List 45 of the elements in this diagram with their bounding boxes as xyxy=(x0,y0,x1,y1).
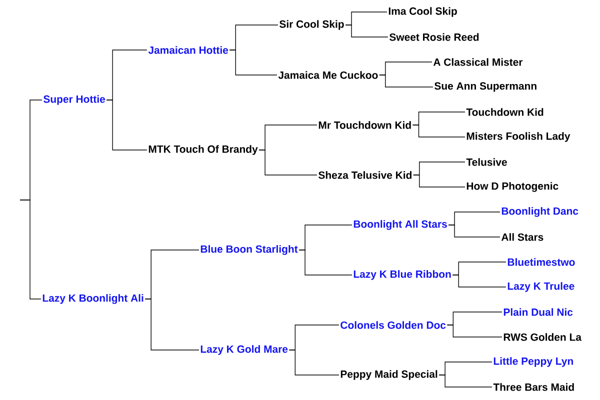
pedigree-line xyxy=(446,324,502,338)
horse-name: Lazy K Trulee xyxy=(508,282,574,292)
pedigree-line xyxy=(438,374,492,388)
pedigree-line xyxy=(106,100,148,150)
pedigree-line xyxy=(345,24,388,38)
horse-name: Lazy K Blue Ribbon xyxy=(354,270,451,280)
pedigree-line xyxy=(144,298,200,350)
horse-name: Three Bars Maid xyxy=(493,383,574,391)
pedigree-line xyxy=(288,350,340,376)
pedigree-line xyxy=(413,174,466,188)
horse-name: All Stars xyxy=(501,233,544,241)
pedigree-line xyxy=(20,200,42,300)
horse-name: Sir Cool Skip xyxy=(280,20,344,30)
horse-name: Peppy Maid Special xyxy=(340,370,438,380)
horse-name: A Classical Mister xyxy=(433,58,523,66)
horse-name: Bluetimestwo xyxy=(508,258,575,266)
horse-name: Boonlight All Stars xyxy=(354,220,447,230)
horse-name: Sweet Rosie Reed xyxy=(390,33,479,41)
horse-name: Mr Touchdown Kid xyxy=(318,121,411,129)
pedigree-line xyxy=(379,74,434,88)
horse-name: Lazy K Boonlight Ali xyxy=(42,294,144,304)
horse-name: How D Photogenic xyxy=(466,182,558,192)
pedigree-line xyxy=(258,150,318,176)
horse-name: Jamaica Me Cuckoo xyxy=(278,71,378,79)
pedigree-line xyxy=(229,50,278,76)
pedigree-line xyxy=(298,250,352,276)
horse-name: Plain Dual Nic xyxy=(504,308,573,316)
pedigree-line xyxy=(452,274,506,288)
horse-name: Blue Boon Starlight xyxy=(200,245,298,255)
horse-name: MTK Touch Of Brandy xyxy=(148,145,258,155)
horse-name: Colonels Golden Doc xyxy=(340,321,446,329)
horse-name: RWS Golden La xyxy=(504,333,582,341)
horse-name: Telusive xyxy=(466,158,507,166)
horse-name: Touchdown Kid xyxy=(466,108,544,116)
horse-name: Lazy K Gold Mare xyxy=(200,345,288,355)
horse-name: Little Peppy Lyn xyxy=(494,357,573,367)
horse-name: Sheza Telusive Kid xyxy=(318,171,412,179)
horse-name: Ima Cool Skip xyxy=(388,7,457,17)
horse-name: Jamaican Hottie xyxy=(148,46,228,54)
horse-name: Super Hottie xyxy=(44,95,106,105)
pedigree-line xyxy=(412,124,466,138)
horse-name: Boonlight Danc xyxy=(502,207,578,217)
horse-name: Misters Foolish Lady xyxy=(466,132,570,142)
pedigree-line xyxy=(448,224,500,238)
horse-name: Sue Ann Supermann xyxy=(434,82,536,92)
